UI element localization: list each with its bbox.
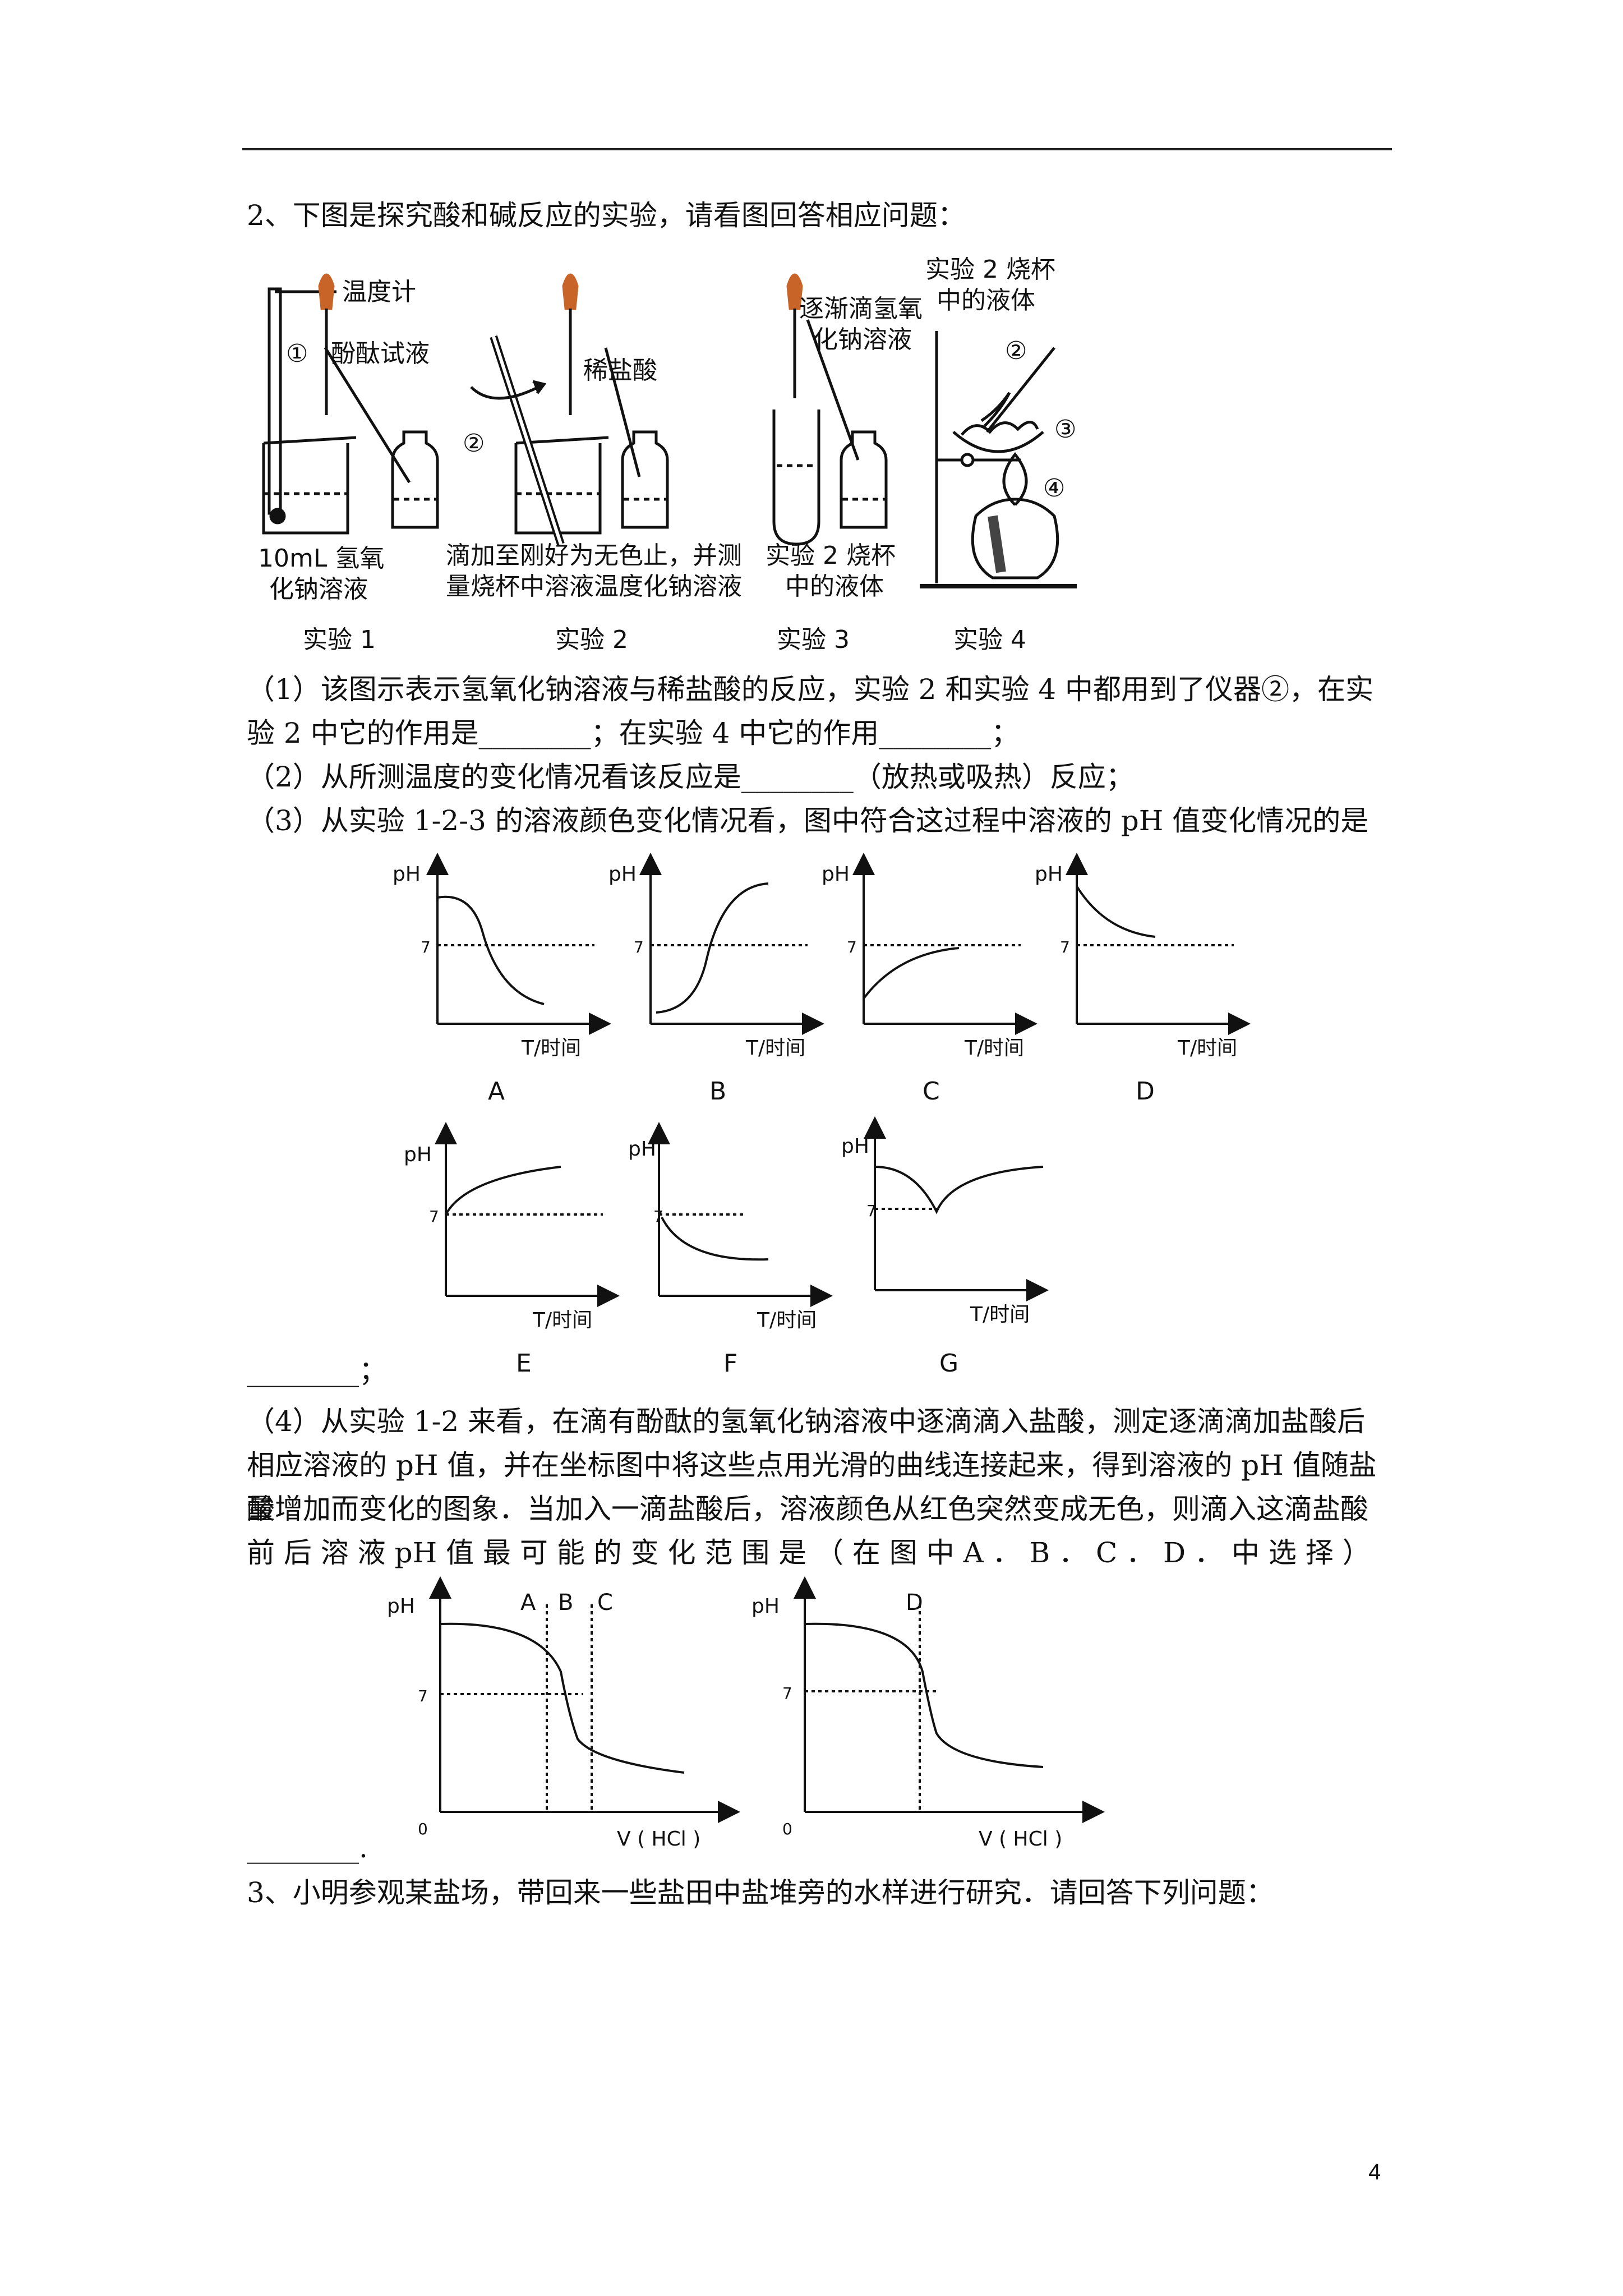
graph-a-letter: A	[488, 1077, 505, 1106]
label-exp2-top-1: 实验 2 烧杯	[925, 255, 1055, 284]
label-exp-4: 实验 4	[953, 625, 1026, 654]
graph-a-axes	[426, 853, 611, 1035]
graph-f-letter: F	[723, 1349, 737, 1378]
graph-b-curve	[656, 882, 769, 1014]
header-rule	[242, 148, 1392, 150]
label-naoh-solution: 化钠溶液	[269, 575, 368, 604]
label-drop-note-2: 量烧杯中溶液温度化钠溶液	[446, 572, 742, 601]
label-thermometer: 温度计	[342, 278, 416, 306]
label-exp-2: 实验 2	[555, 625, 628, 654]
graph-d-ylabel: pH	[1035, 863, 1063, 886]
graph-f-ylabel: pH	[628, 1138, 656, 1161]
titration-left-zero: 0	[418, 1820, 428, 1838]
titration-right-seven: 7	[782, 1684, 792, 1703]
label-phenolphthalein: 酚酞试液	[331, 339, 430, 368]
graph-e-ylabel: pH	[404, 1143, 432, 1166]
apparatus-figure: 温度计 ① 酚酞试液 10mL 氢氧 化钠溶液 稀盐酸 ② 滴加至刚好为无色止，…	[258, 255, 1077, 654]
titration-label-a: A	[520, 1590, 536, 1616]
q2-sub4-line3: 量增加而变化的图象．当加入一滴盐酸后，溶液颜色从红色突然变成无色，则滴入这滴盐酸	[247, 1493, 1368, 1525]
graph-b-seven: 7	[634, 938, 644, 956]
label-exp2-liquid-1: 实验 2 烧杯	[766, 541, 896, 570]
label-naoh-10ml: 10mL 氢氧	[258, 544, 384, 573]
q2-sub4-answer-blank: ________.	[247, 1832, 368, 1864]
graph-d-curve	[1076, 885, 1156, 938]
graph-g-ylabel: pH	[841, 1135, 869, 1158]
titration-label-b: B	[558, 1590, 573, 1616]
graph-f-seven: 7	[653, 1207, 663, 1226]
graph-c-letter: C	[923, 1077, 940, 1106]
ph-graphs-figure: pH 7 T/时间 A pH 7 T/时间 B pH 7 T/时间 C pH 7…	[393, 853, 1251, 1378]
graph-b-xlabel: T/时间	[745, 1037, 805, 1060]
graph-e-xlabel: T/时间	[532, 1309, 592, 1332]
q2-sub1-line1: （1）该图示表示氢氧化钠溶液与稀盐酸的反应，实验 2 和实验 4 中都用到了仪器…	[247, 673, 1374, 706]
label-num-3: ③	[1054, 415, 1076, 444]
graph-a-xlabel: T/时间	[521, 1037, 581, 1060]
q2-sub4-line4: 前 后 溶 液 pH 值 最 可 能 的 变 化 范 围 是 （ 在 图 中 A…	[247, 1536, 1371, 1569]
graph-g-curve	[874, 1166, 1044, 1214]
graph-b-ylabel: pH	[608, 863, 637, 886]
label-exp2-liquid-2: 中的液体	[785, 572, 884, 601]
titration-graphs-figure: pH 7 0 V ( HCl ) A B C pH 7 0 V ( HCl ) …	[387, 1576, 1105, 1851]
label-naoh-drop-2: 化钠溶液	[813, 325, 912, 354]
graph-e-seven: 7	[429, 1207, 439, 1226]
graph-f-xlabel: T/时间	[757, 1309, 817, 1332]
graph-d-xlabel: T/时间	[1177, 1037, 1237, 1060]
label-num-4: ④	[1043, 474, 1065, 503]
graph-e-letter: E	[516, 1349, 532, 1378]
label-num-1: ①	[286, 339, 308, 368]
graph-c-seven: 7	[847, 938, 857, 956]
graph-a-seven: 7	[421, 938, 431, 956]
graph-d-letter: D	[1136, 1077, 1155, 1106]
label-naoh-drop-1: 逐渐滴氢氧	[799, 295, 923, 323]
titration-right-ylabel: pH	[751, 1595, 780, 1618]
label-num-2: ②	[463, 429, 485, 458]
q2-sub3-answer-blank: ________；	[247, 1355, 387, 1387]
graph-e-curve	[445, 1166, 561, 1215]
graph-c-axes	[852, 853, 1038, 1035]
q2-sub2: （2）从所测温度的变化情况看该反应是________（放热或吸热）反应；	[247, 761, 1134, 793]
label-exp-1: 实验 1	[303, 625, 376, 654]
q2-sub4-line2: 相应溶液的 pH 值，并在坐标图中将这些点用光滑的曲线连接起来，得到溶液的 pH…	[247, 1449, 1377, 1525]
titration-curve-left	[440, 1622, 685, 1774]
titration-label-c: C	[597, 1590, 613, 1616]
label-exp2-top-2: 中的液体	[937, 286, 1035, 315]
titration-label-d: D	[906, 1590, 923, 1616]
titration-left-seven: 7	[418, 1687, 428, 1705]
graph-g-axes	[864, 1116, 1049, 1301]
titration-left-ylabel: pH	[387, 1595, 415, 1618]
graph-e-axes	[435, 1122, 620, 1307]
graph-a-ylabel: pH	[393, 863, 421, 886]
q2-sub3: （3）从实验 1-2-3 的溶液颜色变化情况看，图中符合这过程中溶液的 pH 值…	[247, 804, 1369, 837]
graph-c-curve	[863, 947, 960, 1000]
q2-sub1-line2: 验 2 中它的作用是________；在实验 4 中它的作用________；	[247, 717, 1020, 749]
question-3-title: 3、小明参观某盐场，带回来一些盐田中盐堆旁的水样进行研究．请回答下列问题：	[247, 1876, 1274, 1909]
titration-curve-right	[804, 1622, 1044, 1768]
q2-sub4-line1: （4）从实验 1-2 来看，在滴有酚酞的氢氧化钠溶液中逐滴滴入盐酸，测定逐滴滴加…	[247, 1405, 1366, 1438]
graph-b-letter: B	[709, 1077, 726, 1106]
label-num-2b: ②	[1005, 337, 1027, 365]
graph-c-xlabel: T/时间	[964, 1037, 1024, 1060]
graph-d-seven: 7	[1060, 938, 1070, 956]
graph-g-seven: 7	[866, 1202, 877, 1220]
graph-a-curve	[437, 895, 545, 1005]
label-dilute-hcl: 稀盐酸	[583, 356, 657, 385]
graph-g-letter: G	[939, 1349, 958, 1378]
titration-left-xlabel: V ( HCl )	[617, 1828, 700, 1851]
graph-f-curve	[661, 1217, 769, 1261]
page-number: 4	[1368, 2160, 1381, 2184]
question-2-title: 2、下图是探究酸和碱反应的实验，请看图回答相应问题：	[247, 199, 966, 232]
graph-c-ylabel: pH	[822, 863, 850, 886]
graph-g-xlabel: T/时间	[970, 1303, 1030, 1326]
titration-right-zero: 0	[782, 1820, 792, 1838]
label-exp-3: 实验 3	[777, 625, 850, 654]
graph-b-axes	[639, 853, 824, 1035]
graph-d-axes	[1066, 853, 1251, 1035]
titration-right-xlabel: V ( HCl )	[979, 1828, 1062, 1851]
graph-f-axes	[648, 1122, 833, 1307]
label-drop-note-1: 滴加至刚好为无色止，并测	[446, 541, 742, 570]
